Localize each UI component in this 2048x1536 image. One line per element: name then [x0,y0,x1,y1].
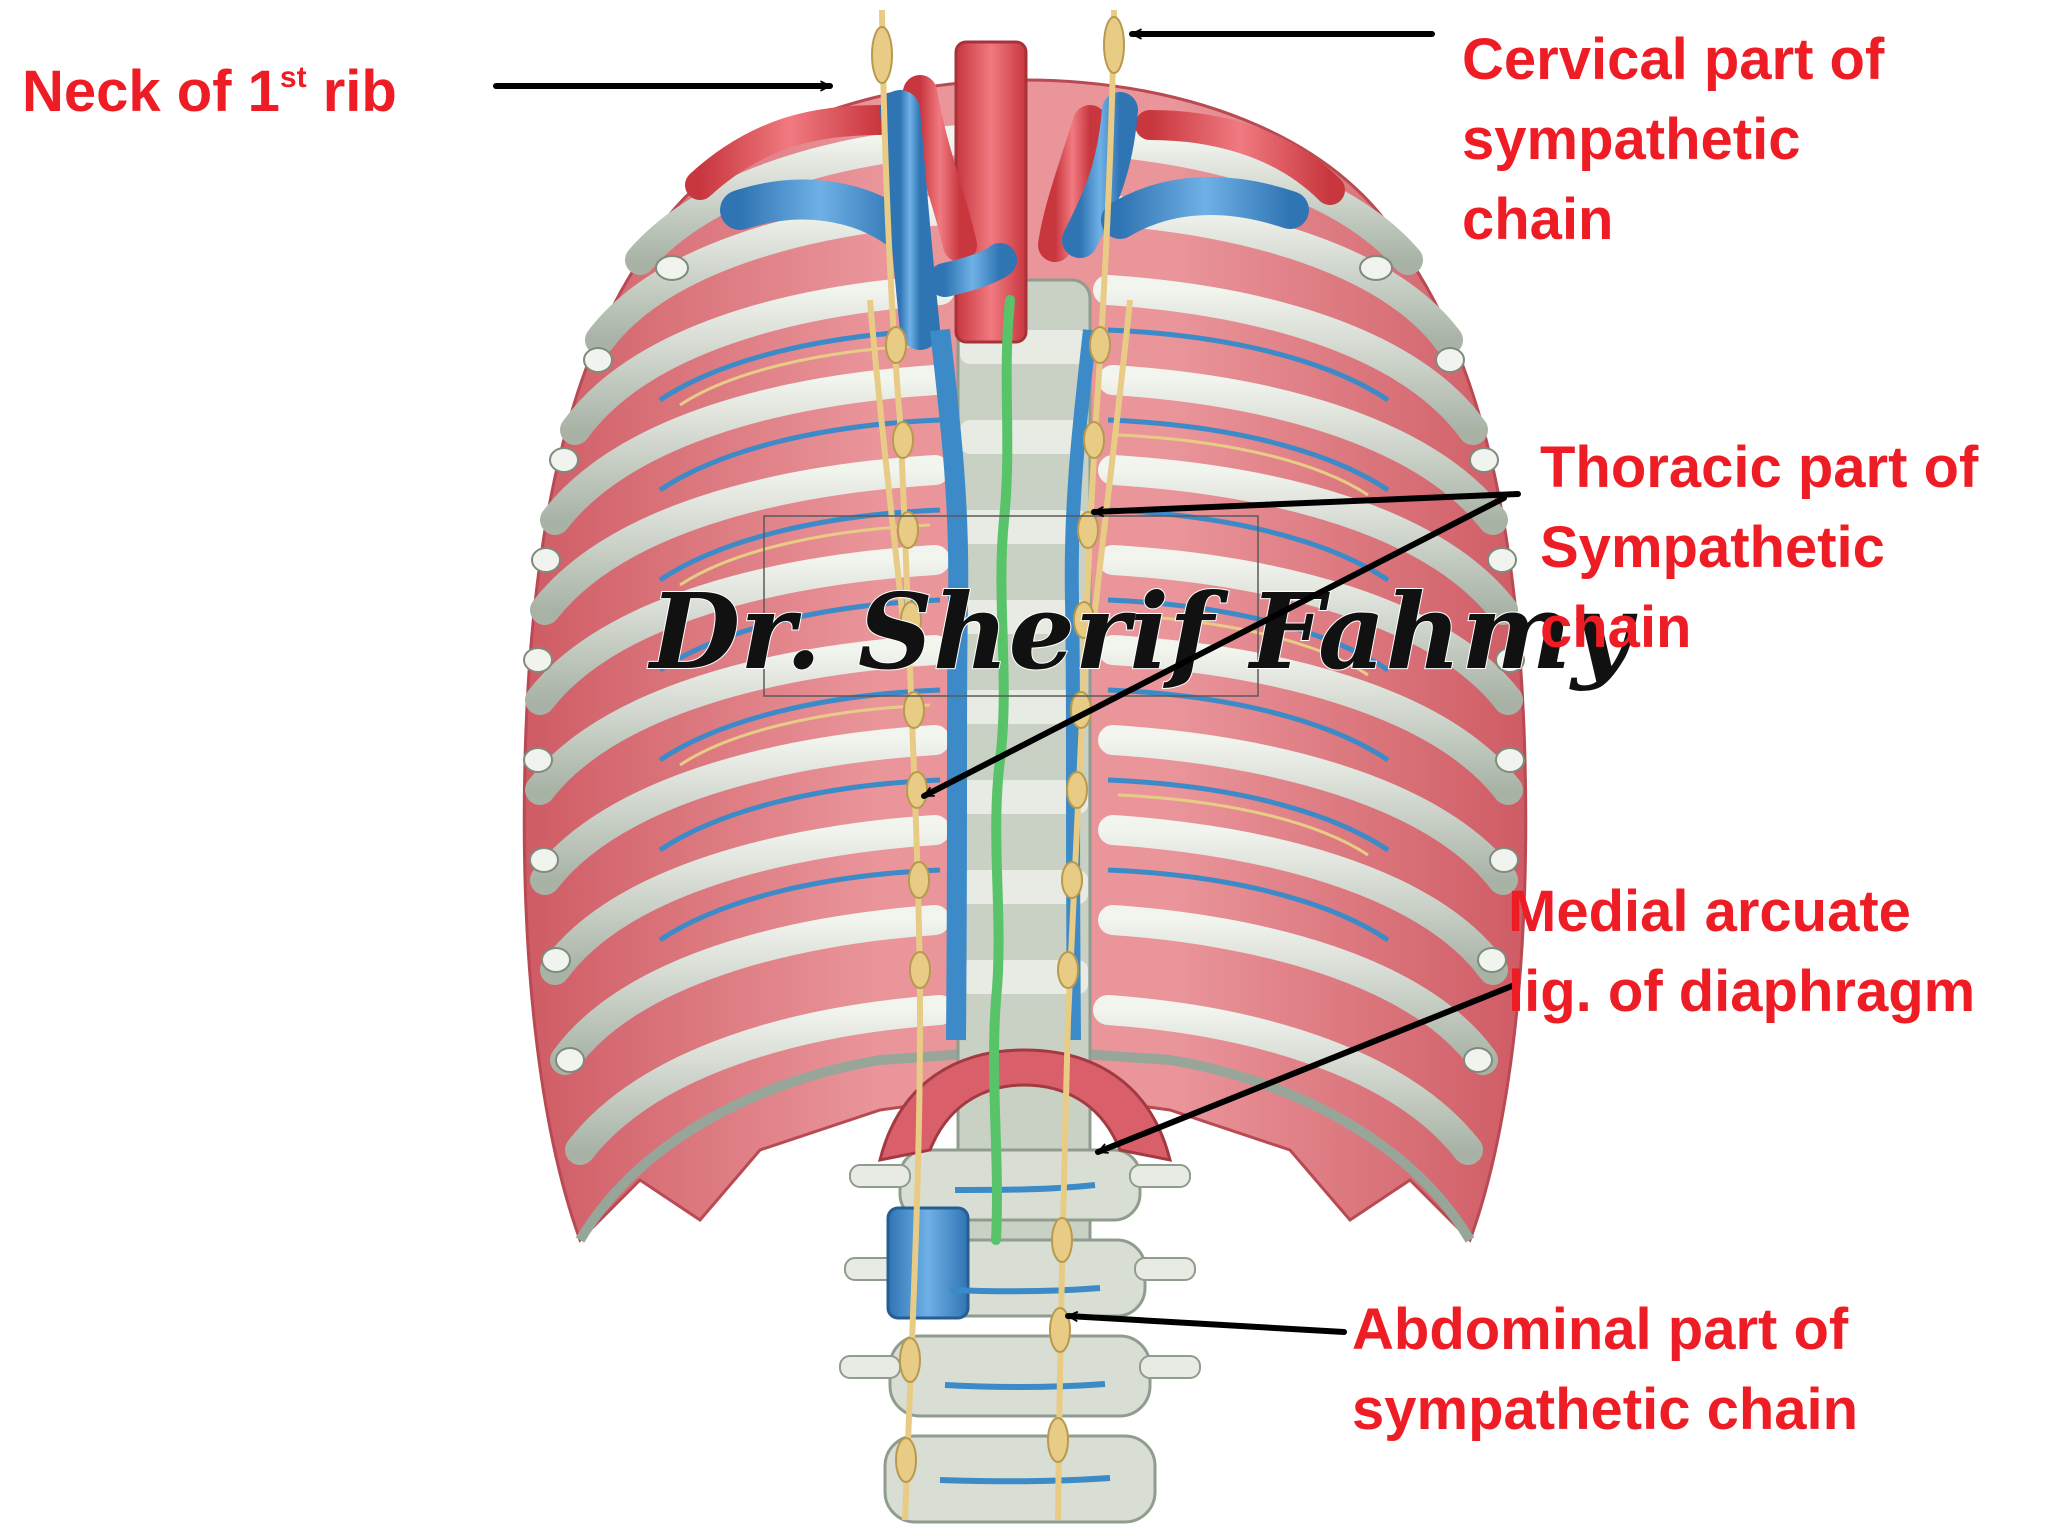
ribs-right [1073,125,1523,1165]
label-medial-line-1: Medial arcuate [1508,879,1911,944]
label-neck-suffix: rib [306,59,397,124]
arrow-medial-arcuate [1095,983,1515,1155]
label-neck-of-first-rib: Neck of 1st rib [22,52,397,132]
azygos-vein [930,328,969,1041]
label-neck-prefix: Neck of 1 [22,59,280,124]
watermark-text: Dr. Sherif Fahmy [647,570,1638,693]
lumbar-vessels [939,1182,1111,1485]
pointer-arrows [493,34,1521,1335]
costal-cartilage-discs [523,255,1525,1073]
sympathetic-ganglia [871,16,1125,1483]
label-thoracic-line-3: chain [1540,595,1692,660]
arrow-abdominal [1065,1316,1347,1335]
label-thoracic-line-2: Sympathetic [1540,515,1885,580]
label-thoracic-line-1: Thoracic part of [1540,435,1979,500]
label-abdominal-part: Abdominal part of sympathetic chain [1352,1290,1858,1450]
label-cervical-line-2: sympathetic [1462,107,1801,172]
label-medial-line-2: lig. of diaphragm [1508,959,1976,1024]
label-cervical-line-1: Cervical part of [1462,27,1885,92]
arrow-thoracic-upper [1091,491,1521,512]
inferior-vena-cava [886,1206,970,1320]
label-abdominal-line-2: sympathetic chain [1352,1377,1859,1442]
arrow-thoracic-lower [921,495,1507,799]
label-medial-arcuate-ligament: Medial arcuate lig. of diaphragm [1508,872,1975,1032]
label-cervical-part: Cervical part of sympathetic chain [1462,20,1884,260]
esophagus [954,40,1028,344]
great-arteries [685,75,1345,262]
label-neck-superscript: st [279,61,307,94]
watermark-box [763,515,1259,697]
ribs-left [525,125,975,1165]
label-cervical-line-3: chain [1462,187,1614,252]
label-abdominal-line-1: Abdominal part of [1352,1297,1849,1362]
intercostal-vessels [658,327,1390,943]
label-thoracic-part: Thoracic part of Sympathetic chain [1540,428,1978,668]
